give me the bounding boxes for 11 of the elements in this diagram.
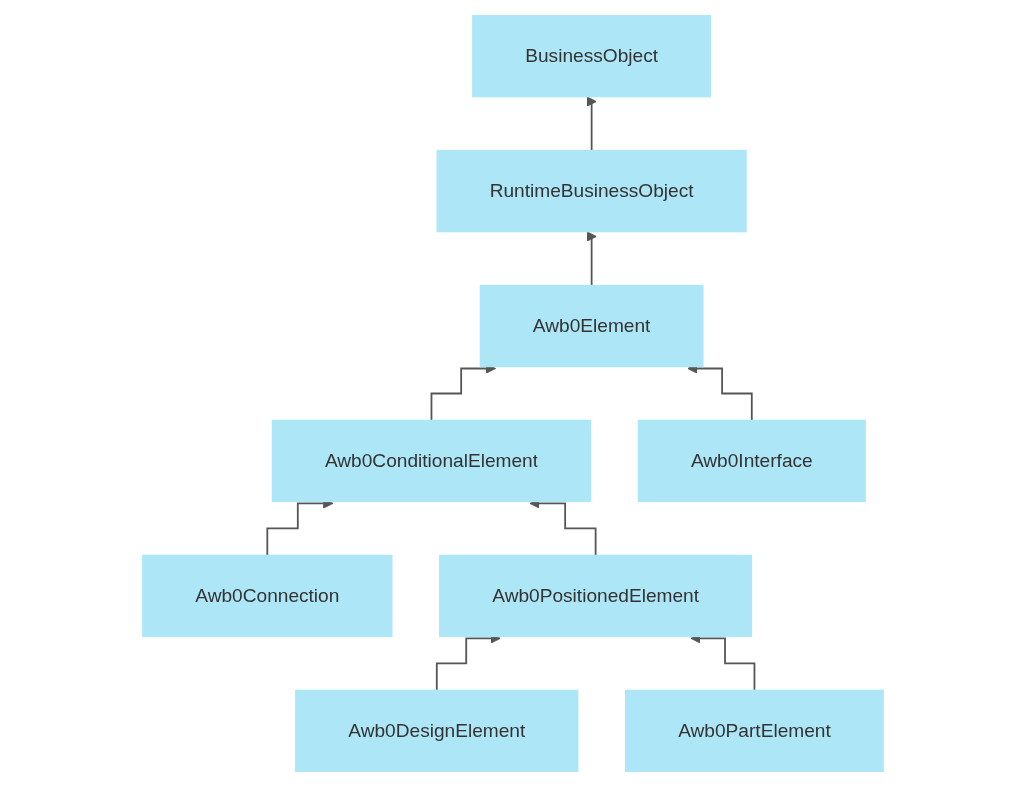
node-box: Awb0Connection — [142, 554, 393, 638]
arrow — [586, 96, 597, 152]
node-box: Awb0ConditionalElement — [271, 419, 592, 503]
node-box: Awb0Interface — [637, 419, 866, 503]
node-box: RuntimeBusinessObject — [436, 149, 747, 233]
node-box: Awb0PartElement — [625, 689, 884, 773]
node-box: Awb0Element — [479, 284, 704, 368]
node-box: BusinessObject — [472, 14, 712, 98]
arrow — [586, 231, 597, 287]
node-box: Awb0PositionedElement — [439, 554, 753, 638]
node-box: Awb0DesignElement — [295, 689, 579, 773]
